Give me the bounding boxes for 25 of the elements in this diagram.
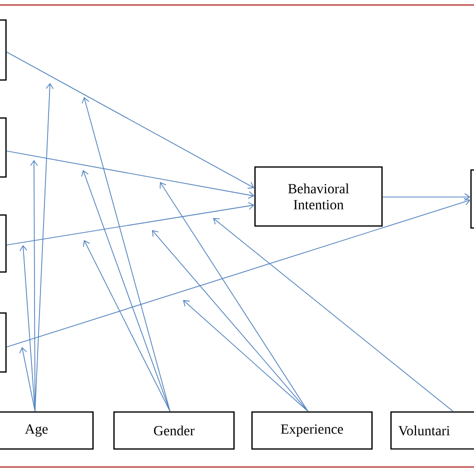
arrow	[6, 202, 254, 246]
arrow	[213, 218, 454, 412]
factor-box: Behavioral Intention	[254, 166, 383, 227]
moderator-box: Experience	[251, 411, 373, 450]
factor-box	[0, 19, 7, 81]
moderator-box: Gender	[113, 411, 235, 450]
arrow	[6, 52, 254, 189]
arrow	[6, 198, 470, 348]
moderator-box: Voluntari	[390, 411, 474, 450]
arrow	[83, 240, 170, 412]
arrow	[82, 97, 170, 412]
arrow	[183, 300, 308, 412]
factor-box	[0, 117, 7, 178]
factor-box	[470, 169, 474, 229]
arrow	[81, 170, 170, 412]
arrow	[30, 160, 38, 412]
moderator-box: Age	[0, 411, 94, 450]
arrow	[19, 347, 36, 412]
arrow	[382, 193, 470, 201]
arrow	[6, 150, 254, 199]
factor-box	[0, 312, 7, 373]
arrow	[152, 230, 308, 412]
arrow	[160, 182, 308, 412]
factor-box	[0, 214, 7, 273]
arrow	[20, 245, 36, 412]
